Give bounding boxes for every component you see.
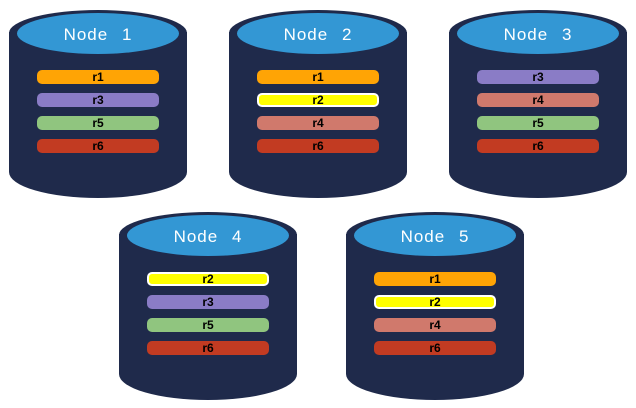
replica-bar-r2: r2 bbox=[374, 295, 496, 309]
replica-bar-r6: r6 bbox=[374, 341, 496, 355]
replica-list: r1 r2 r4 r6 bbox=[346, 272, 524, 355]
cylinder-cap: Node 1 bbox=[17, 13, 179, 54]
replica-list: r3 r4 r5 r6 bbox=[449, 70, 627, 153]
cylinder-cap: Node 5 bbox=[354, 215, 516, 256]
replica-list: r1 r2 r4 r6 bbox=[229, 70, 407, 153]
cylinder-body bbox=[449, 32, 627, 198]
node-cylinder-4: Node 4 r2 r3 r5 r6 bbox=[119, 212, 297, 400]
node-cylinder-5: Node 5 r1 r2 r4 r6 bbox=[346, 212, 524, 400]
replica-bar-r2: r2 bbox=[257, 93, 379, 107]
cylinder-body bbox=[119, 234, 297, 400]
replica-bar-r6: r6 bbox=[477, 139, 599, 153]
replica-bar-r4: r4 bbox=[374, 318, 496, 332]
node-title: Node 3 bbox=[503, 24, 573, 44]
cylinder-cap: Node 2 bbox=[237, 13, 399, 54]
cylinder-body bbox=[229, 32, 407, 198]
replica-bar-r6: r6 bbox=[147, 341, 269, 355]
cylinder-cap: Node 4 bbox=[127, 215, 289, 256]
node-cylinder-1: Node 1 r1 r3 r5 r6 bbox=[9, 10, 187, 198]
replica-bar-r1: r1 bbox=[37, 70, 159, 84]
replica-bar-r5: r5 bbox=[147, 318, 269, 332]
node-title: Node 4 bbox=[173, 226, 243, 246]
replica-list: r2 r3 r5 r6 bbox=[119, 272, 297, 355]
cylinder-cap: Node 3 bbox=[457, 13, 619, 54]
replica-bar-r6: r6 bbox=[37, 139, 159, 153]
replica-bar-r1: r1 bbox=[374, 272, 496, 286]
replica-bar-r3: r3 bbox=[147, 295, 269, 309]
replica-bar-r4: r4 bbox=[477, 93, 599, 107]
node-title: Node 5 bbox=[400, 226, 470, 246]
node-cylinder-3: Node 3 r3 r4 r5 r6 bbox=[449, 10, 627, 198]
replica-bar-r5: r5 bbox=[37, 116, 159, 130]
cylinder-body bbox=[346, 234, 524, 400]
replica-bar-r4: r4 bbox=[257, 116, 379, 130]
replica-bar-r2: r2 bbox=[147, 272, 269, 286]
cylinder-body bbox=[9, 32, 187, 198]
replica-bar-r3: r3 bbox=[477, 70, 599, 84]
replica-list: r1 r3 r5 r6 bbox=[9, 70, 187, 153]
replica-bar-r6: r6 bbox=[257, 139, 379, 153]
node-cylinder-2: Node 2 r1 r2 r4 r6 bbox=[229, 10, 407, 198]
node-title: Node 2 bbox=[283, 24, 353, 44]
replica-bar-r3: r3 bbox=[37, 93, 159, 107]
node-title: Node 1 bbox=[63, 24, 133, 44]
replica-bar-r5: r5 bbox=[477, 116, 599, 130]
replica-bar-r1: r1 bbox=[257, 70, 379, 84]
